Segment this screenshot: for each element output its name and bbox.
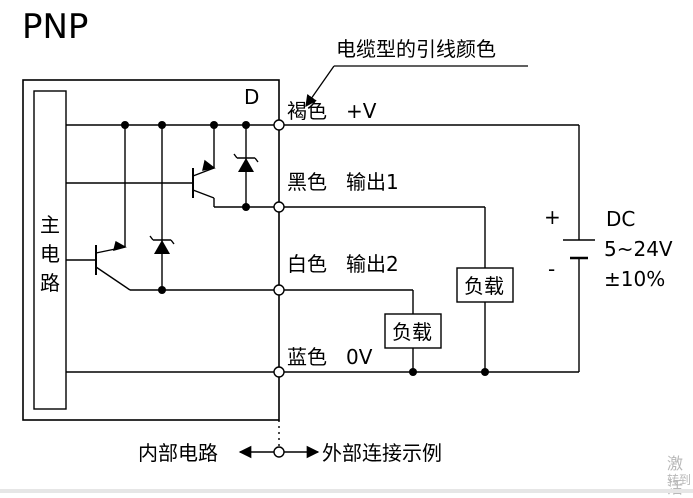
load-box-2-label: 负载 (392, 320, 432, 344)
terminal-brown-color: 褐色 (287, 99, 327, 123)
load-box-1-label: 负载 (464, 274, 504, 298)
main-circuit-char-1: 主 (40, 213, 60, 237)
zener-diode-2 (149, 235, 175, 254)
terminal-white-color: 白色 (287, 252, 327, 276)
external-junctions (409, 368, 489, 376)
watermark-line-2: 转到 (667, 473, 692, 487)
terminal-black-color: 黑色 (287, 170, 327, 194)
external-example-label: 外部连接示例 (322, 441, 442, 465)
supply-tolerance: ±10% (604, 267, 665, 291)
supply-minus: - (548, 257, 555, 281)
terminal-brown (273, 119, 285, 131)
block-label-d: D (244, 85, 259, 109)
main-circuit-char-2: 电 (40, 242, 60, 266)
dc-battery-symbol (563, 239, 595, 260)
terminal-blue (273, 366, 285, 378)
terminal-white (273, 284, 285, 296)
supply-type: DC (606, 207, 635, 231)
supply-range: 5~24V (604, 237, 673, 261)
main-circuit-block (33, 90, 67, 410)
terminal-blue-signal: 0V (346, 345, 373, 369)
transistor-1 (192, 159, 216, 199)
terminal-black (273, 201, 285, 213)
cable-caption: 电缆型的引线颜色 (336, 37, 496, 61)
diagram-title: PNP (22, 7, 88, 47)
boundary-node (273, 446, 285, 458)
bottom-edge-bar (0, 489, 693, 493)
zener-diode-1 (233, 153, 259, 172)
load-box-2 (384, 313, 442, 349)
external-wiring (284, 124, 580, 373)
internal-circuit-box (22, 79, 280, 421)
terminal-brown-signal: +V (346, 99, 377, 123)
supply-plus: + (544, 205, 561, 229)
internal-circuit-label: 内部电路 (138, 441, 218, 465)
transistor-2 (95, 240, 131, 291)
caption-pointer-arrow (305, 65, 335, 107)
internal-junctions (121, 121, 250, 294)
main-circuit-char-3: 路 (40, 271, 60, 295)
load-box-1 (456, 267, 514, 303)
terminal-blue-color: 蓝色 (287, 345, 327, 369)
terminal-white-signal: 输出2 (346, 252, 399, 276)
terminal-black-signal: 输出1 (346, 170, 399, 194)
